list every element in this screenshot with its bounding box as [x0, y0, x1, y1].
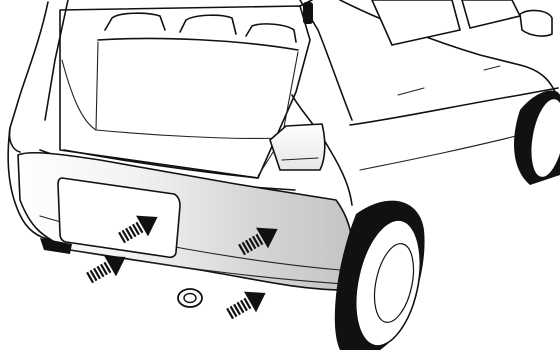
arrow-rear-bumper-lower-center — [224, 283, 272, 324]
rear-right-wheel — [335, 201, 431, 352]
side-mirror — [520, 11, 552, 37]
side-windows — [372, 0, 520, 95]
exhaust-pipe — [178, 289, 202, 307]
front-right-wheel — [514, 90, 560, 185]
